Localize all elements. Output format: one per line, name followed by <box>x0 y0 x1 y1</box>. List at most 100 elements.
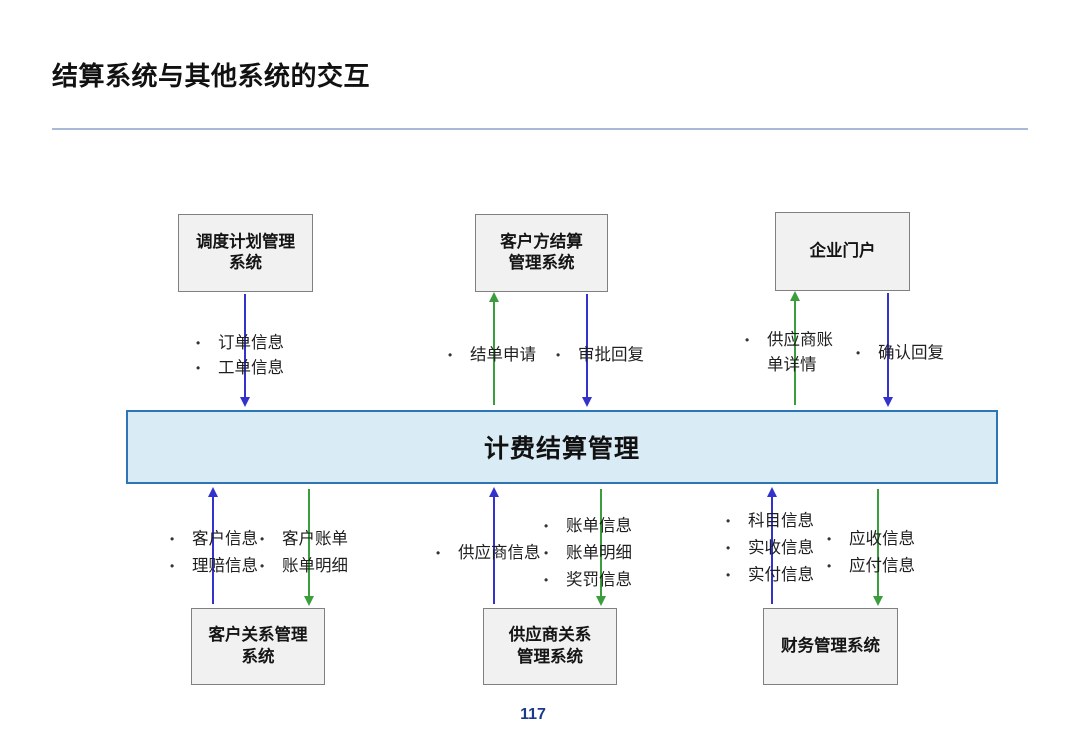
bullet-icon: • <box>827 532 832 546</box>
flow-label-item: • 订单信息 <box>196 331 284 356</box>
bullet-icon: • <box>544 546 549 560</box>
bullet-icon: • <box>196 336 201 350</box>
flow-labels-billing-to-finance: • 应收信息 • 应付信息 <box>827 526 915 580</box>
system-box-label: 财务管理系统 <box>781 636 880 655</box>
bullet-icon: • <box>827 559 832 573</box>
bullet-icon: • <box>196 361 201 375</box>
flow-label-text: 账单明细 <box>282 557 348 575</box>
arrow-shaft <box>887 293 889 405</box>
system-box-srm: 供应商关系 管理系统 <box>483 608 617 685</box>
flow-labels-settlement-request: • 结单申请 <box>448 342 536 369</box>
flow-label-text: 客户账单 <box>282 530 348 548</box>
arrow-down-icon <box>873 596 883 606</box>
flow-labels-approval-reply: • 审批回复 <box>556 342 644 369</box>
bullet-icon: • <box>726 514 731 528</box>
arrow-down-icon <box>240 397 250 407</box>
arrow-shaft <box>794 293 796 405</box>
system-box-label: 供应商关系 管理系统 <box>508 626 592 666</box>
system-box-crm: 客户关系管理 系统 <box>191 608 325 685</box>
flow-label-text: 科目信息 <box>748 512 814 530</box>
flow-label-text: 结单申请 <box>470 346 536 364</box>
flow-label-item: • 账单明细 <box>260 553 348 580</box>
bullet-icon: • <box>544 573 549 587</box>
flow-label-item: • 账单明细 <box>544 540 632 567</box>
arrow-billing-to-finance <box>873 487 883 606</box>
arrow-shaft <box>244 294 246 405</box>
arrow-down-icon <box>304 596 314 606</box>
flow-label-text: 奖罚信息 <box>566 571 632 589</box>
bullet-icon: • <box>544 519 549 533</box>
arrow-finance-to-billing <box>767 487 777 606</box>
arrow-shaft <box>600 489 602 604</box>
flow-label-text: 客户信息 <box>192 530 258 548</box>
flow-labels-srm-to-billing: • 供应商信息 <box>436 540 541 567</box>
flow-label-item: • 奖罚信息 <box>544 567 632 594</box>
arrow-up-icon <box>790 291 800 301</box>
bullet-icon: • <box>436 546 441 560</box>
flow-label-text: 账单明细 <box>566 544 632 562</box>
page-title: 结算系统与其他系统的交互 <box>52 61 371 91</box>
arrow-portal-to-billing <box>883 291 893 407</box>
system-box-dispatch-plan: 调度计划管理 系统 <box>178 214 313 292</box>
arrow-billing-to-crm <box>304 487 314 606</box>
flow-label-item: • 理赔信息 <box>170 553 258 580</box>
system-box-label: 企业门户 <box>809 241 876 260</box>
arrow-billing-to-portal <box>790 291 800 407</box>
arrow-shaft <box>771 489 773 604</box>
flow-label-item: • 应付信息 <box>827 553 915 580</box>
arrow-dispatch-to-billing <box>240 292 250 407</box>
bullet-icon: • <box>726 541 731 555</box>
title-divider <box>52 128 1028 130</box>
page-number: 117 <box>520 706 546 723</box>
flow-labels-crm-to-billing: • 客户信息 • 理赔信息 <box>170 526 258 580</box>
billing-settlement-bar-label: 计费结算管理 <box>483 435 640 463</box>
system-box-label: 客户方结算 管理系统 <box>500 232 583 272</box>
arrow-down-icon <box>582 397 592 407</box>
bullet-icon: • <box>745 333 750 347</box>
flow-label-item: • 结单申请 <box>448 342 536 369</box>
arrow-up-icon <box>489 487 499 497</box>
flow-labels-billing-to-crm: • 客户账单 • 账单明细 <box>260 526 348 580</box>
bullet-icon: • <box>856 346 861 360</box>
bullet-icon: • <box>260 559 265 573</box>
arrow-down-icon <box>596 596 606 606</box>
flow-label-item: • 客户账单 <box>260 526 348 553</box>
flow-label-text: 订单信息 <box>218 334 284 352</box>
flow-label-text: 账单信息 <box>566 517 632 535</box>
system-box-enterprise-portal: 企业门户 <box>775 212 910 291</box>
arrow-shaft <box>212 489 214 604</box>
arrow-srm-to-billing <box>489 487 499 606</box>
flow-label-text: 理赔信息 <box>192 557 258 575</box>
arrow-billing-to-srm <box>596 487 606 606</box>
flow-label-text: 审批回复 <box>578 346 644 364</box>
arrow-shaft <box>586 294 588 405</box>
system-box-customer-settlement: 客户方结算 管理系统 <box>475 214 608 292</box>
system-box-label: 客户关系管理 系统 <box>208 626 308 666</box>
bullet-icon: • <box>448 348 453 362</box>
flow-labels-dispatch-to-billing: • 订单信息 • 工单信息 <box>196 331 284 381</box>
arrow-crm-to-billing <box>208 487 218 606</box>
billing-settlement-bar: 计费结算管理 <box>126 410 998 484</box>
arrow-shaft <box>308 489 310 604</box>
flow-label-item: • 供应商账 单详情 <box>745 328 833 378</box>
arrow-down-icon <box>883 397 893 407</box>
arrow-up-icon <box>489 292 499 302</box>
flow-label-text: 应收信息 <box>849 530 915 548</box>
flow-label-item: • 科目信息 <box>726 508 814 535</box>
flow-label-text: 应付信息 <box>849 557 915 575</box>
bullet-icon: • <box>170 532 175 546</box>
flow-label-text: 实付信息 <box>748 566 814 584</box>
flow-labels-finance-to-billing: • 科目信息 • 实收信息 • 实付信息 <box>726 508 814 589</box>
flow-labels-billing-to-srm: • 账单信息 • 账单明细 • 奖罚信息 <box>544 513 632 594</box>
flow-label-item: • 实付信息 <box>726 562 814 589</box>
arrow-shaft <box>877 489 879 604</box>
arrow-billing-to-customer-settlement <box>489 292 499 407</box>
flow-label-item: • 供应商信息 <box>436 540 541 567</box>
flow-label-text: 工单信息 <box>218 359 284 377</box>
flow-label-text: 供应商信息 <box>458 544 541 562</box>
arrow-shaft <box>493 294 495 405</box>
arrow-customer-settlement-to-billing <box>582 292 592 407</box>
flow-label-item: • 客户信息 <box>170 526 258 553</box>
bullet-icon: • <box>726 568 731 582</box>
